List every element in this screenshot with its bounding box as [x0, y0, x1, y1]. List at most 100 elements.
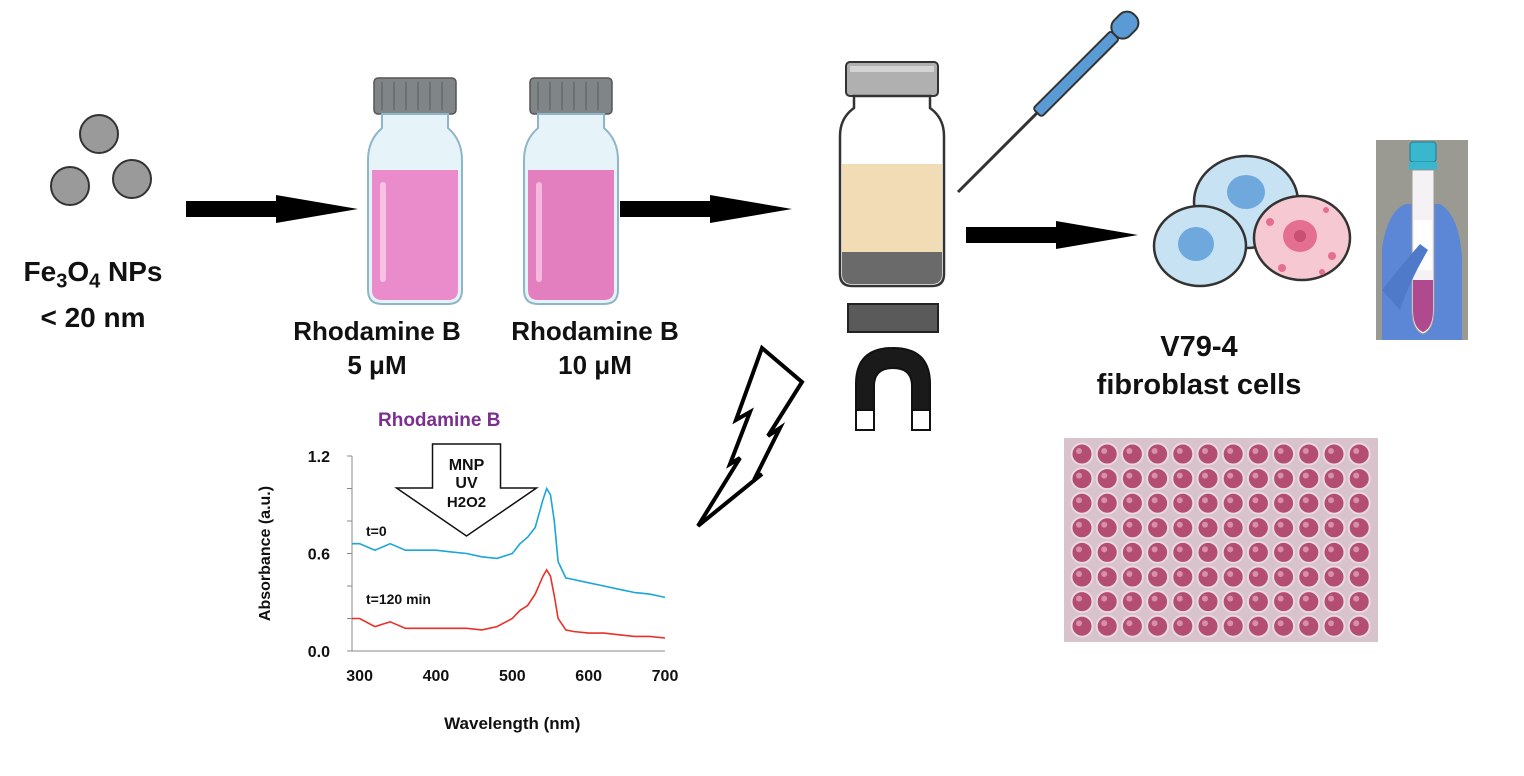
well — [1246, 614, 1270, 638]
well-highlight — [1353, 546, 1360, 553]
well-highlight — [1126, 497, 1133, 504]
well-highlight — [1302, 472, 1309, 479]
well — [1221, 442, 1245, 466]
well-highlight — [1202, 521, 1208, 528]
arrow-2-icon — [620, 195, 792, 223]
well-highlight — [1353, 448, 1360, 454]
well — [1272, 590, 1296, 614]
well — [1095, 491, 1119, 515]
well — [1095, 540, 1119, 564]
well-highlight — [1227, 546, 1234, 553]
well-highlight — [1126, 571, 1133, 577]
well-highlight — [1252, 521, 1259, 528]
well — [1070, 614, 1094, 638]
well — [1171, 467, 1195, 491]
annotation-arrow — [394, 443, 539, 537]
well-highlight — [1151, 571, 1158, 577]
well-highlight — [1302, 521, 1309, 528]
well-highlight — [1252, 472, 1259, 479]
cells-label: V79-4 fibroblast cells — [1096, 331, 1302, 401]
well — [1120, 540, 1144, 564]
well-highlight — [1076, 546, 1082, 553]
well — [1322, 442, 1346, 466]
well-highlight — [1101, 595, 1108, 602]
x-tick-label: 300 — [346, 668, 373, 685]
well — [1171, 540, 1195, 564]
well-highlight — [1328, 497, 1334, 504]
well-highlight — [1277, 497, 1284, 504]
well — [1146, 467, 1170, 491]
well-highlight — [1176, 497, 1183, 504]
well — [1221, 614, 1245, 638]
well-highlight — [1176, 571, 1183, 577]
well — [1347, 590, 1371, 614]
well — [1146, 590, 1170, 614]
y-tick-label: 0.6 — [308, 547, 330, 564]
well-highlight — [1227, 521, 1234, 528]
well-highlight — [1328, 620, 1334, 627]
well-highlight — [1252, 620, 1259, 627]
well — [1171, 565, 1195, 589]
well — [1246, 491, 1270, 515]
well — [1347, 565, 1371, 589]
well-highlight — [1101, 448, 1108, 454]
well — [1272, 565, 1296, 589]
y-axis-label: Absorbance (a.u.) — [257, 486, 274, 621]
well-highlight — [1353, 472, 1360, 479]
well-highlight — [1101, 571, 1108, 577]
well-highlight — [1302, 546, 1309, 553]
well — [1246, 590, 1270, 614]
well — [1221, 516, 1245, 540]
well — [1070, 467, 1094, 491]
well-highlight — [1302, 497, 1309, 504]
well-highlight — [1202, 595, 1208, 602]
well — [1272, 614, 1296, 638]
well-highlight — [1353, 521, 1360, 528]
x-axis-label: Wavelength (nm) — [444, 714, 580, 733]
lightning-icon — [696, 344, 805, 528]
well — [1095, 565, 1119, 589]
well — [1146, 516, 1170, 540]
well — [1221, 590, 1245, 614]
well-highlight — [1126, 521, 1133, 528]
series-label-t120: t=120 min — [366, 591, 431, 607]
series-line-t0 — [352, 486, 666, 599]
well — [1196, 540, 1220, 564]
well — [1196, 467, 1220, 491]
well — [1171, 442, 1195, 466]
well — [1297, 590, 1321, 614]
well — [1246, 540, 1270, 564]
well — [1171, 516, 1195, 540]
well — [1196, 516, 1220, 540]
well — [1196, 565, 1220, 589]
well — [1196, 614, 1220, 638]
well — [1196, 442, 1220, 466]
well — [1221, 565, 1245, 589]
series-line-t120 — [352, 568, 666, 639]
well-highlight — [1302, 448, 1309, 454]
well-highlight — [1277, 546, 1284, 553]
well-highlight — [1302, 620, 1309, 627]
well — [1070, 590, 1094, 614]
well — [1070, 565, 1094, 589]
well — [1196, 590, 1220, 614]
x-tick-label: 400 — [423, 668, 450, 685]
well-highlight — [1151, 472, 1158, 479]
well — [1347, 540, 1371, 564]
well-highlight — [1176, 546, 1183, 553]
series-label-t0: t=0 — [366, 523, 387, 539]
x-tick-label: 600 — [575, 668, 602, 685]
well-highlight — [1151, 448, 1158, 454]
well — [1347, 516, 1371, 540]
well-highlight — [1151, 497, 1158, 504]
well — [1146, 442, 1170, 466]
well — [1070, 516, 1094, 540]
well — [1246, 467, 1270, 491]
well — [1297, 442, 1321, 466]
well-highlight — [1302, 571, 1309, 577]
well — [1146, 540, 1170, 564]
well — [1221, 540, 1245, 564]
well-highlight — [1328, 521, 1334, 528]
well — [1297, 467, 1321, 491]
well-highlight — [1227, 620, 1234, 627]
